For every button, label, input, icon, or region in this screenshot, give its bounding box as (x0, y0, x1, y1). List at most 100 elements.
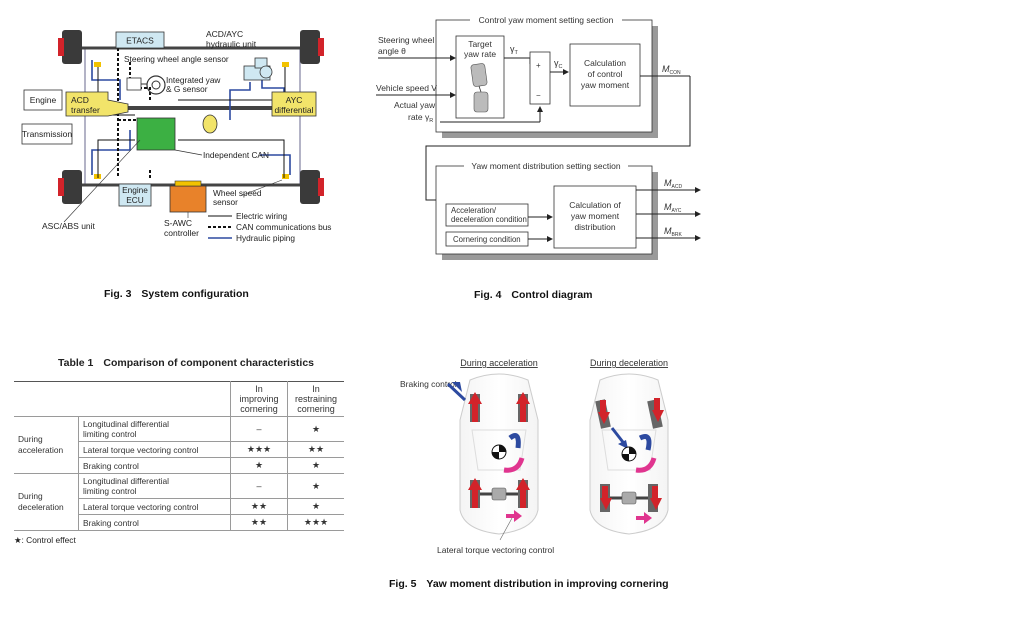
gamma-c-symbol: γ (554, 58, 559, 68)
fluid-reservoir (202, 114, 218, 134)
calc-distribution-label-1: Calculation of (569, 200, 621, 210)
m-brk-sub: BRK (672, 232, 683, 238)
engine-ecu-box (118, 183, 152, 207)
acd-ayc-hydraulic-unit (243, 57, 273, 81)
ayc-differential (271, 91, 317, 117)
calc-distribution-label-2: yaw moment (571, 211, 620, 221)
center-of-gravity-icon (491, 444, 507, 460)
wheel-rear-right (300, 170, 324, 204)
table1-title-text: Comparison of component characteristics (103, 357, 315, 369)
wheel (647, 399, 663, 429)
steering-input-label-1: Steering wheel (378, 35, 434, 45)
m-brk-label: MBRK (664, 226, 682, 238)
wheel-speed-sensor-fl (94, 62, 101, 67)
cell-improving: ★★ (230, 498, 288, 515)
col-header-restraining-2: cornering (297, 404, 335, 414)
row-item: Lateral torque vectoring control (78, 498, 231, 515)
m-acd-label: MACD (664, 178, 682, 190)
wheel (518, 394, 528, 422)
s-awc-label-1: S-AWC (164, 218, 192, 228)
transmission-label: Transmission (22, 129, 72, 139)
brake-arrow-down (598, 400, 610, 424)
group-acceleration-2: acceleration (18, 445, 64, 455)
drive-arrow-up (516, 392, 530, 422)
engine-label: Engine (30, 95, 57, 105)
group-deceleration-1: During (18, 491, 43, 501)
wheel-front-left (58, 30, 82, 64)
m-con-feedback-path (425, 76, 691, 203)
cell-restraining: ★ (287, 498, 344, 515)
legend-hydraulic-label: Hydraulic piping (236, 233, 295, 243)
col-header-improving-2: cornering (240, 404, 278, 414)
wheel (470, 480, 480, 508)
steering-wheel-angle-sensor (126, 75, 166, 95)
cell-improving: ★★★ (230, 441, 288, 458)
row-item-line1: Longitudinal differential (83, 419, 169, 429)
row-item-line1: Longitudinal differential (83, 476, 169, 486)
s-awc-label-2: controller (164, 228, 199, 238)
steering-sensor-label: Steering wheel angle sensor (124, 54, 229, 64)
acd-label-2: transfer (71, 105, 100, 115)
independent-can-label: Independent CAN (203, 150, 269, 160)
torque-vectoring-arrow (506, 510, 522, 522)
calc-control-block (569, 43, 641, 107)
gamma-c: γC (554, 58, 563, 70)
wheel-front-right (300, 30, 324, 64)
etacs-box (115, 31, 165, 49)
yaw-arrow-pink (635, 457, 657, 473)
target-yaw-label-2: yaw rate (464, 49, 496, 59)
m-acd-sub: ACD (672, 184, 683, 190)
system-configuration-diagram: ETACS ACD/AYC hydraulic unit Steering wh… (21, 29, 331, 243)
m-acd-symbol: M (664, 178, 672, 188)
wheel-rear-left (58, 170, 82, 204)
bottom-section-shadow (442, 172, 658, 260)
target-yaw-block (455, 35, 505, 119)
car-icon (470, 63, 489, 113)
yaw-g-sensor-label-1: Integrated yaw (166, 75, 221, 85)
engine-ecu-label-1: Engine (122, 185, 148, 195)
ayc-label-1: AYC (286, 95, 303, 105)
m-con-sub: CON (670, 70, 682, 76)
steering-input-label-2: angle θ (378, 46, 406, 56)
calc-control-label-1: Calculation (584, 58, 626, 68)
lateral-tv-pointer (499, 517, 513, 541)
row-item: Braking control (78, 514, 231, 531)
bottom-section-frame (435, 165, 653, 255)
fig3-caption-text: System configuration (141, 288, 249, 300)
gamma-c-sub: C (559, 64, 563, 70)
cell-improving: ★★ (230, 514, 288, 531)
legend-electric-label: Electric wiring (236, 211, 288, 221)
group-deceleration-2: deceleration (18, 502, 64, 512)
s-awc-connector (174, 180, 202, 187)
fig3-legend: Electric wiring CAN communications bus H… (208, 211, 331, 243)
m-con-symbol: M (662, 64, 670, 74)
accel-condition-label-2: deceleration condition (451, 215, 527, 224)
vehicle-speed-label: Vehicle speed V (376, 83, 437, 93)
fig5-caption-text: Yaw moment distribution in improving cor… (426, 578, 669, 590)
gamma-t: γT (510, 44, 519, 56)
engine-ecu-label-2: ECU (126, 195, 144, 205)
etacs-label: ETACS (126, 36, 154, 46)
car-deceleration (589, 373, 669, 535)
drive-arrow-up (468, 392, 482, 422)
accel-condition-label-1: Acceleration/ (451, 206, 497, 215)
actual-yaw-sub: R (429, 118, 433, 124)
brake-arrow-down (652, 398, 664, 422)
summation-block (529, 51, 551, 105)
center-of-gravity-icon (621, 446, 637, 462)
cell-improving: – (230, 416, 288, 442)
actual-yaw-label-1: Actual yaw (394, 100, 436, 110)
drive-arrow-up (516, 478, 530, 508)
cell-restraining: ★ (287, 473, 344, 499)
wheel-speed-sensor-fr (282, 62, 289, 67)
row-item-line2: limiting control (83, 429, 137, 439)
acd-ayc-unit-label-2: hydraulic unit (206, 39, 257, 49)
cell-restraining: ★ (287, 416, 344, 442)
